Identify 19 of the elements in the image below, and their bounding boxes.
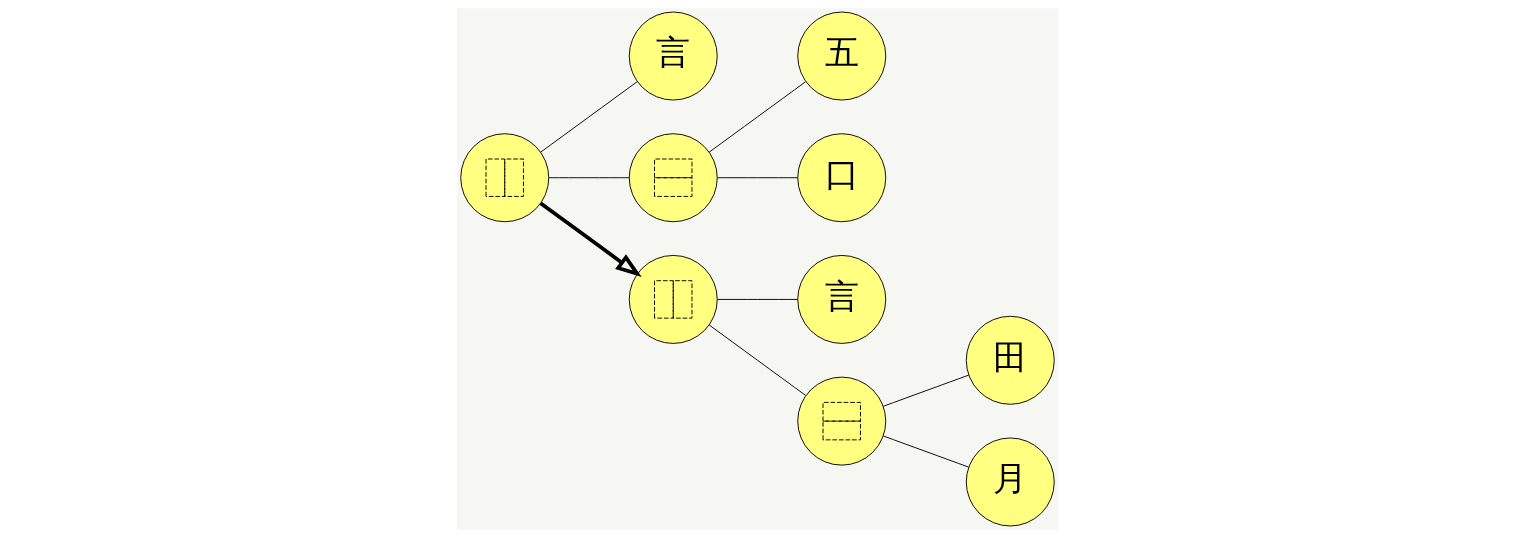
connector xyxy=(708,81,806,153)
connector xyxy=(708,324,806,396)
node-circle: 五 xyxy=(796,11,886,101)
arrow xyxy=(539,201,642,278)
connector xyxy=(882,435,969,468)
node-circle xyxy=(459,133,549,223)
connector xyxy=(539,81,638,153)
node-circle: 田 xyxy=(965,315,1055,405)
connector xyxy=(716,298,798,300)
node-circle: 言 xyxy=(796,254,886,344)
node-circle: 口 xyxy=(796,133,886,223)
connector xyxy=(548,177,630,179)
node-circle xyxy=(796,376,886,466)
node-circle xyxy=(628,254,718,344)
node-circle xyxy=(628,133,718,223)
node-circle: 月 xyxy=(965,437,1055,527)
connector xyxy=(882,374,969,407)
node-circle: 言 xyxy=(628,11,718,101)
connector xyxy=(716,177,798,179)
